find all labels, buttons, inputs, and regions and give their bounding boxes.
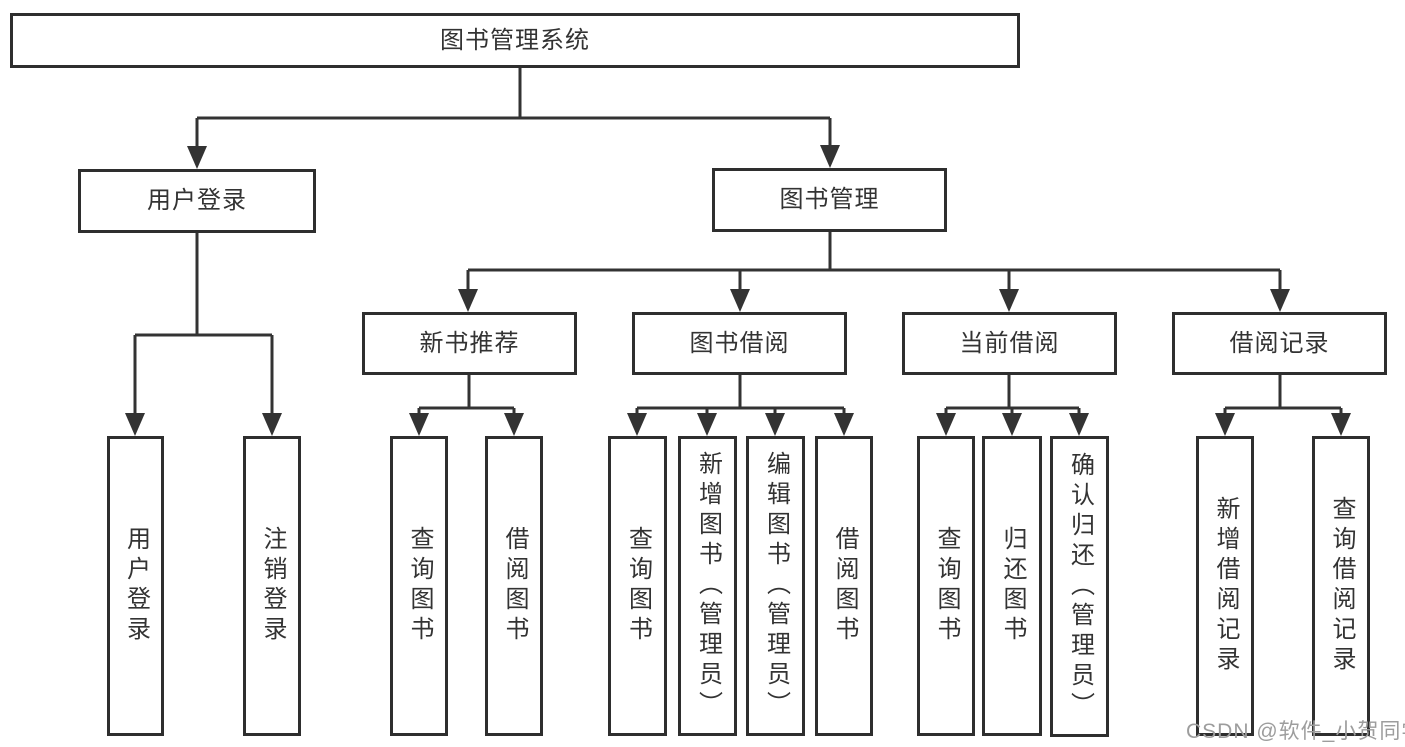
connector-book-borrowing-children xyxy=(627,375,854,436)
node-leaf-edit-books-admin: 编辑图书（管理员） xyxy=(746,436,805,736)
node-leaf-query-books-newbook: 查询图书 xyxy=(390,436,448,736)
node-user-login: 用户登录 xyxy=(78,169,316,233)
node-leaf-add-borrow-record: 新增借阅记录 xyxy=(1196,436,1254,736)
arrowhead xyxy=(1270,289,1290,312)
arrowhead xyxy=(504,413,524,436)
node-new-book-recommendation: 新书推荐 xyxy=(362,312,577,375)
node-library-management-system: 图书管理系统 xyxy=(10,13,1020,68)
node-leaf-return-books: 归还图书 xyxy=(982,436,1042,736)
arrowhead xyxy=(1215,413,1235,436)
connector-borrowing-records-children xyxy=(1215,375,1351,436)
arrowhead xyxy=(1002,413,1022,436)
arrowhead xyxy=(125,413,145,436)
arrowhead xyxy=(458,289,478,312)
node-current-borrowing: 当前借阅 xyxy=(902,312,1117,375)
connector-root-to-level2 xyxy=(187,68,840,169)
connector-new-book-children xyxy=(409,375,524,436)
connector-user-login-children xyxy=(125,233,282,436)
node-leaf-query-books-current: 查询图书 xyxy=(917,436,975,736)
arrowhead xyxy=(1331,413,1351,436)
node-leaf-borrow-books-newbook: 借阅图书 xyxy=(485,436,543,736)
arrowhead xyxy=(730,289,750,312)
node-leaf-user-login: 用户登录 xyxy=(107,436,164,736)
arrowhead xyxy=(765,413,785,436)
arrowhead xyxy=(187,146,207,169)
arrowhead xyxy=(999,289,1019,312)
arrowhead xyxy=(820,145,840,168)
node-leaf-add-books-admin: 新增图书（管理员） xyxy=(678,436,737,736)
node-leaf-logout: 注销登录 xyxy=(243,436,301,736)
node-leaf-confirm-return-admin: 确认归还（管理员） xyxy=(1050,436,1109,737)
node-leaf-borrow-books-borrowing: 借阅图书 xyxy=(815,436,873,736)
node-leaf-query-borrow-record: 查询借阅记录 xyxy=(1312,436,1370,736)
arrowhead xyxy=(1069,413,1089,436)
csdn-watermark: CSDN @软件_小贺同学 xyxy=(1186,720,1405,743)
arrowhead xyxy=(262,413,282,436)
connector-current-borrowing-children xyxy=(936,375,1089,436)
node-book-management: 图书管理 xyxy=(712,168,947,232)
arrowhead xyxy=(409,413,429,436)
connector-book-management-children xyxy=(458,232,1290,312)
arrowhead xyxy=(627,413,647,436)
node-leaf-query-books-borrowing: 查询图书 xyxy=(608,436,667,736)
arrowhead xyxy=(834,413,854,436)
arrowhead xyxy=(936,413,956,436)
node-book-borrowing: 图书借阅 xyxy=(632,312,847,375)
arrowhead xyxy=(697,413,717,436)
node-borrowing-records: 借阅记录 xyxy=(1172,312,1387,375)
